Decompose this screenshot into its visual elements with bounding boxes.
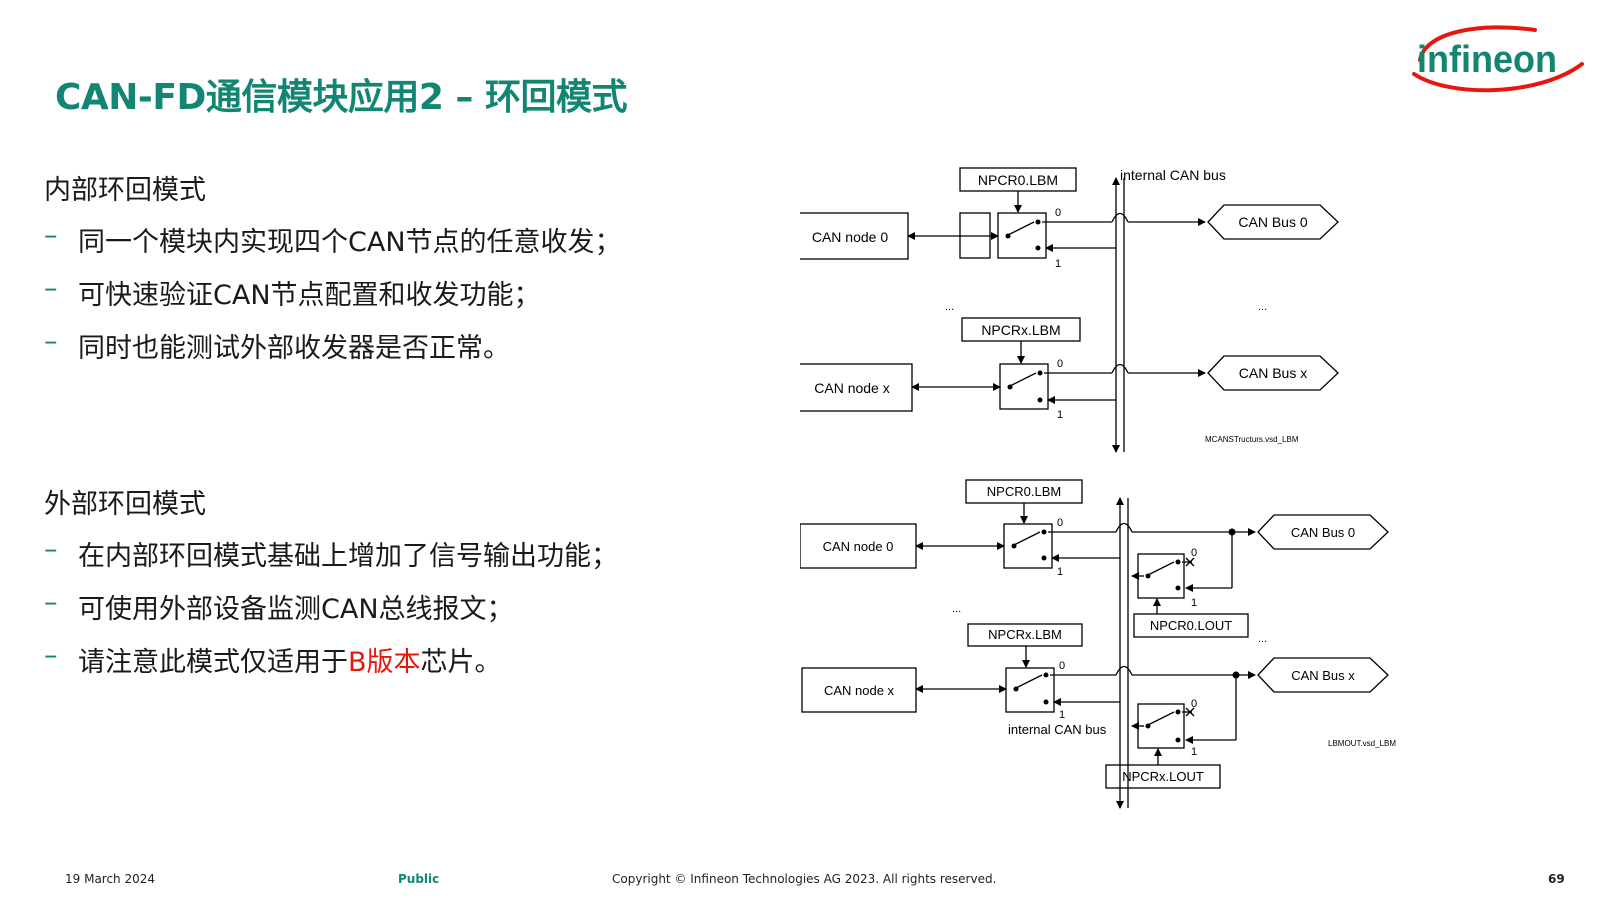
npcrx-lbm-label: NPCRx.LBM [988,627,1062,642]
switch-pos-0: 0 [1057,358,1063,370]
internal-bus-label: internal CAN bus [1008,722,1107,737]
footer-date: 19 March 2024 [65,872,156,886]
can-bus-x-shape [1207,355,1339,391]
internal-loopback-diagram: CAN node 0 NPCR0.LBM internal CAN bus CA… [800,167,1339,453]
can-bus-0-shape [1257,514,1389,550]
switch-pos-0: 0 [1055,207,1061,219]
can-bus-0-label: CAN Bus 0 [1238,214,1307,230]
ellipsis: ... [1258,301,1267,313]
internal-bus-label: internal CAN bus [1120,167,1226,183]
ellipsis: ... [1258,633,1267,645]
switch-pos-1: 1 [1191,746,1197,758]
npcr0-lbm-label: NPCR0.LBM [987,484,1061,499]
internal-loopback-heading: 内部环回模式 [44,175,206,206]
can-bus-0-shape [1207,204,1339,240]
logo-swoosh-bottom [1412,62,1584,93]
external-loopback-diagram: CAN node 0 NPCR0.LBM CAN Bus 0 NPCR0.LOU… [800,479,1396,809]
bullet-text: 同时也能测试外部收发器是否正常。 [78,333,510,364]
bullet-text: 请注意此模式仅适用于B版本芯片。 [78,640,502,679]
version-highlight: B版本 [348,647,421,678]
ellipsis: ... [945,301,954,313]
can-bus-0-label: CAN Bus 0 [1291,525,1355,540]
bullet-dash: – [44,534,58,565]
bullet-dash: – [44,640,58,671]
bullet-text-suffix: 芯片。 [420,647,502,678]
switch-pos-1: 1 [1191,597,1197,609]
npcrx-lout-box [1105,764,1221,789]
switch-pos-1: 1 [1057,409,1063,421]
switch-pos-0: 0 [1191,698,1197,710]
logo-wordmark: infineon [1417,39,1557,81]
diagram-caption: LBMOUT.vsd_LBM [1328,739,1396,748]
npcrx-lout-label: NPCRx.LOUT [1122,769,1204,784]
bullet-text: 可快速验证CAN节点配置和收发功能； [78,280,541,311]
slide-title: CAN-FD通信模块应用2 – 环回模式 [55,77,627,118]
can-bus-x-shape [1257,657,1389,693]
npcrx-lbm-box [967,623,1083,647]
bullet-text: 同一个模块内实现四个CAN节点的任意收发； [78,227,622,258]
can-bus-x-label: CAN Bus x [1239,365,1307,381]
npcr0-lout-label: NPCR0.LOUT [1150,618,1232,633]
bullet-dash: – [44,273,58,304]
npcr0-lout-box [1133,613,1249,638]
can-node-0-label: CAN node 0 [823,539,894,554]
bullet-text: 可使用外部设备监测CAN总线报文； [78,594,514,625]
infineon-logo: infineon [1412,25,1584,93]
switch-pos-0: 0 [1059,660,1065,672]
logo-swoosh-top [1418,25,1537,62]
bullet-text: 在内部环回模式基础上增加了信号输出功能； [78,541,618,572]
page-number: 69 [1548,872,1565,886]
switch-pos-0: 0 [1191,547,1197,559]
switch-pos-1: 1 [1055,258,1061,270]
ellipsis: ... [952,603,961,615]
npcr0-lbm-label: NPCR0.LBM [978,172,1058,188]
external-loopback-heading: 外部环回模式 [44,489,206,520]
npcrx-lbm-label: NPCRx.LBM [981,322,1060,338]
footer-copyright: Copyright © Infineon Technologies AG 202… [612,872,997,886]
bullet-dash: – [44,587,58,618]
bullet-text-prefix: 请注意此模式仅适用于 [78,647,348,678]
diagram-caption: MCANSTructurs.vsd_LBM [1205,435,1299,444]
can-bus-x-label: CAN Bus x [1291,668,1355,683]
bullet-dash: – [44,220,58,251]
switch-pos-1: 1 [1059,709,1065,721]
switch-pos-1: 1 [1057,566,1063,578]
can-node-x-label: CAN node x [814,380,889,396]
can-node-x-label: CAN node x [824,683,895,698]
can-node-0-label: CAN node 0 [812,229,888,245]
footer-classification: Public [398,872,440,886]
bullet-dash: – [44,326,58,357]
switch-pos-0: 0 [1057,517,1063,529]
